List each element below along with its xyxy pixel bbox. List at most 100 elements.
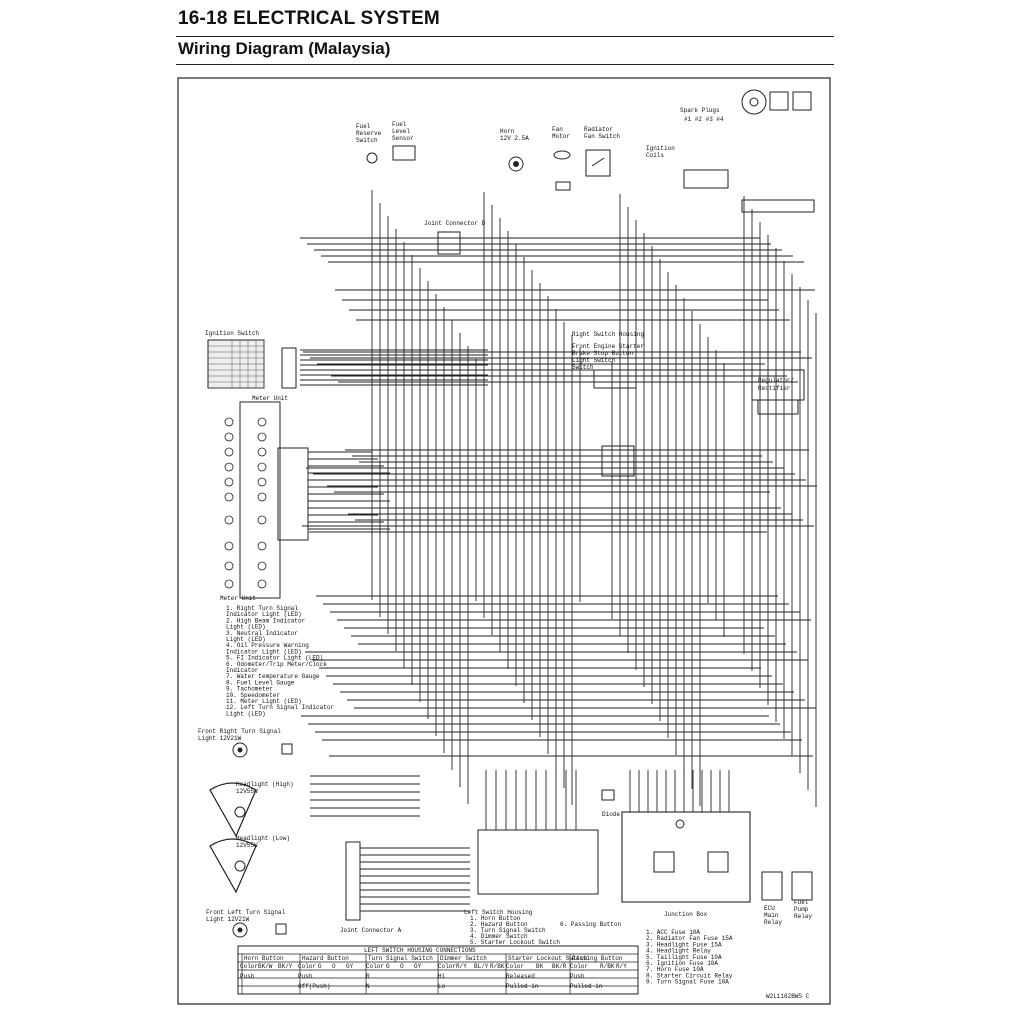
meter-lamp-symbol: [257, 561, 267, 571]
ecu-relay-label-2: Main: [764, 912, 779, 919]
junction-legend-item: 4. Headlight Relay: [646, 948, 711, 955]
meter-legend-item: 2. High Beam Indicator: [226, 617, 306, 624]
meter-lamp-symbol: [257, 417, 267, 427]
connections-cell: N: [366, 983, 370, 990]
horn-label-2: 12V 2.5A: [500, 135, 529, 142]
connections-cell: Push: [298, 973, 313, 980]
meter-legend-item: Indicator: [226, 667, 259, 674]
connections-cell: O: [332, 963, 336, 970]
connections-cell: R/BK: [490, 963, 505, 970]
fuel-reserve-switch: Fuel Reserve Switch: [356, 123, 382, 164]
right-switch-housing-label: Right Switch Housing: [572, 331, 644, 338]
diode: Diode: [601, 789, 620, 818]
connections-cell: Pulled in: [506, 983, 539, 990]
meter-legend-item: 4. Oil Pressure Warning: [226, 642, 309, 649]
connections-cell: G: [318, 963, 322, 970]
meter-legend-item: Indicator Light (LED): [226, 611, 302, 618]
connections-group-header: Hazard Button: [302, 955, 349, 962]
headlight-low-label-2: 12V55W: [236, 842, 258, 849]
meter-index-marker: [224, 477, 234, 487]
connections-cell: BK: [536, 963, 544, 970]
meter-lamp-symbol: [257, 447, 267, 457]
lsh-title: Left Switch Housing: [464, 909, 533, 916]
rsh-part-2: Brake Stop Button: [572, 350, 634, 357]
regulator-label-2: Rectifier: [758, 385, 791, 392]
meter-lamp-symbol: [257, 541, 267, 551]
meter-lamp-symbol: [257, 492, 267, 502]
junction-legend-item: 9. Turn Signal Fuse 10A: [646, 979, 729, 986]
ecu-relay-label-1: ECU: [764, 905, 775, 912]
joint-connector-a-label: Joint Connector A: [340, 927, 402, 934]
meter-legend-item: 9. Tachometer: [226, 686, 273, 693]
ignition-coils-label-1: Ignition: [646, 145, 675, 152]
meter-legend-item: 10. Speedometer: [226, 692, 280, 699]
junction-legend-item: 1. ACC Fuse 10A: [646, 929, 700, 936]
fuel-reserve-label-2: Reserve: [356, 130, 382, 137]
fuel-level-label-3: Sensor: [392, 135, 414, 142]
connections-cell: GY: [414, 963, 422, 970]
junction-legend-item: 7. Horn Fuse 10A: [646, 966, 704, 973]
joint-connector-d: Joint Connector D: [424, 220, 486, 255]
front-right-turn-signal: Front Right Turn Signal Light 12V21W: [198, 728, 293, 758]
ignition-switch: Ignition Switch: [205, 330, 297, 389]
connections-cell: R: [366, 973, 370, 980]
fan-motor-label-2: Motor: [552, 133, 570, 140]
meter-lamp-symbol: [257, 579, 267, 589]
headlight-high-label-2: 12V55W: [236, 788, 258, 795]
junction-box: Junction Box: [621, 811, 751, 918]
joint-connector-a: Joint Connector A: [340, 841, 402, 934]
connections-cell: Color: [240, 963, 258, 970]
rsh-part-1: Front Engine Starter: [572, 343, 644, 350]
meter-legend-item: 7. Water temperature Gauge: [226, 673, 320, 680]
spark-plug-numbers: #1 #2 #3 #4: [684, 116, 724, 123]
connections-cell: Push: [240, 973, 255, 980]
connections-cell: Pulled in: [570, 983, 603, 990]
meter-legend-item: 11. Meter Light (LED): [226, 698, 302, 705]
connections-cell: R/Y: [456, 963, 467, 970]
meter-legend-item: 8. Fuel Level Gauge: [226, 679, 295, 686]
connections-cell: O: [400, 963, 404, 970]
meter-unit: Meter Unit Meter Unit: [220, 395, 309, 602]
fuel-pump-relay: Fuel Pump Relay: [791, 871, 813, 920]
header-rule: [176, 36, 834, 37]
frt-label-2: Light 12V21W: [198, 735, 242, 742]
meter-lamp-symbol: [257, 462, 267, 472]
meter-legend-item: 12. Left Turn Signal Indicator: [226, 704, 334, 711]
connections-cell: BK/Y: [278, 963, 293, 970]
meter-lamp-symbol: [257, 432, 267, 442]
meter-legend-item: Light (LED): [226, 710, 266, 717]
meter-legend-item: Light (LED): [226, 624, 266, 631]
lsh-item: 5. Starter Lockout Switch: [470, 939, 560, 946]
meter-index-marker: [224, 432, 234, 442]
connections-cell: BK/W: [258, 963, 273, 970]
drawing-code: W2L1162BWS C: [766, 993, 810, 1000]
meter-unit-label-top: Meter Unit: [252, 395, 288, 402]
section-title: 16-18 ELECTRICAL SYSTEM: [178, 8, 440, 29]
junction-legend-item: 3. Headlight Fuse 15A: [646, 941, 722, 948]
regulator-rectifier: Regulator/ Rectifier: [751, 369, 805, 415]
lsh-item: 3. Turn Signal Switch: [470, 927, 546, 934]
fan-motor: Fan Motor: [552, 126, 571, 191]
meter-lamp-symbol: [257, 477, 267, 487]
meter-index-marker: [224, 417, 234, 427]
connections-cell: GY: [346, 963, 354, 970]
junction-box-label: Junction Box: [664, 911, 708, 918]
fuel-pump-relay-label-2: Pump: [794, 906, 809, 913]
junction-legend-item: 5. Taillight Fuse 10A: [646, 954, 722, 961]
connections-cell: Off(Push): [298, 983, 330, 990]
radiator-switch-label-2: Fan Switch: [584, 133, 620, 140]
connections-cell: BL/Y: [474, 963, 489, 970]
meter-index-marker: [224, 492, 234, 502]
fuel-pump-relay-label-1: Fuel: [794, 899, 809, 906]
fuel-level-sensor: Fuel Level Sensor: [392, 121, 416, 161]
junction-legend-item: 6. Ignition Fuse 10A: [646, 960, 718, 967]
joint-connector-d-label: Joint Connector D: [424, 220, 486, 227]
connections-cell: Push: [570, 973, 585, 980]
ignition-coils-label-2: Coils: [646, 152, 664, 159]
connections-cell: R/Y: [616, 963, 627, 970]
meter-unit-label-bottom: Meter Unit: [220, 595, 256, 602]
connections-cell: Color: [366, 963, 384, 970]
